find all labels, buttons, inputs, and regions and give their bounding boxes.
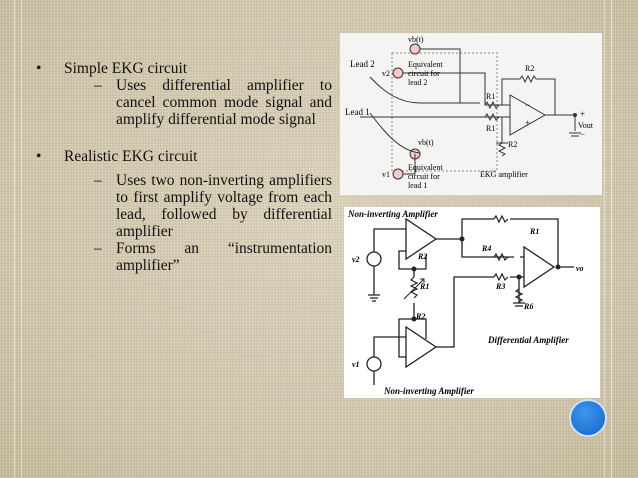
instrumentation-amplifier-schematic: Non-inverting Amplifier Non-inverting Am… <box>347 209 584 396</box>
sub-bullet-text: Forms an “instrumentation amplifier” <box>116 240 332 274</box>
v1-label: v1 <box>382 170 390 179</box>
r-label-top: R1 <box>529 227 539 236</box>
ekg-amplifier-schematic: − + Lead 2 Lead 1 v2 v1 vb(t) vb(t) Equi… <box>345 35 594 190</box>
r1-top-label: R1 <box>486 92 495 101</box>
eq1-line3: lead 1 <box>408 181 427 190</box>
sub-bullet: – Forms an “instrumentation amplifier” <box>64 240 332 274</box>
ekg-caption: EKG amplifier <box>480 170 528 179</box>
sub-bullet: – Uses two non-inverting amplifiers to f… <box>64 172 332 240</box>
r2-bottom-label: R2 <box>508 140 517 149</box>
eq2-line2: circuit for <box>408 69 440 78</box>
vb-bottom-label: vb(t) <box>418 138 434 147</box>
v1-label: v1 <box>352 360 360 369</box>
bullet-list: • Simple EKG circuit – Uses differential… <box>36 60 332 294</box>
eq1-line2: circuit for <box>408 172 440 181</box>
sub-bullet-marker: – <box>94 172 102 189</box>
bottom-amp-title: Non-inverting Amplifier <box>383 386 474 396</box>
r-label-lower-left: R2 <box>415 312 425 321</box>
v2-label: v2 <box>382 69 390 78</box>
eq2-line1: Equivalent <box>408 60 443 69</box>
r-label-upper-left: R2 <box>417 252 427 261</box>
differential-amp-title: Differential Amplifier <box>487 335 569 345</box>
sub-bullet-text: Uses differential amplifier to cancel co… <box>116 77 332 128</box>
bullet-marker: • <box>36 148 42 165</box>
instrumentation-amplifier-figure: Non-inverting Amplifier Non-inverting Am… <box>344 207 600 398</box>
bullet-realistic-ekg: • Realistic EKG circuit – Uses two non-i… <box>36 148 332 274</box>
bullet-title: Realistic EKG circuit <box>64 148 198 165</box>
eq1-line1: Equivalent <box>408 163 443 172</box>
opamp-plus-sign: + <box>525 118 530 128</box>
vo-label: vo <box>576 264 584 273</box>
r-label-ground: R6 <box>523 302 533 311</box>
opamp-minus-sign: − <box>525 100 530 110</box>
output-minus: − <box>580 129 585 139</box>
bullet-simple-ekg: • Simple EKG circuit – Uses differential… <box>36 60 332 128</box>
slide-frame <box>14 0 612 478</box>
r-label-low: R3 <box>495 282 505 291</box>
ekg-amplifier-figure: − + Lead 2 Lead 1 v2 v1 vb(t) vb(t) Equi… <box>340 33 602 195</box>
sub-bullet-marker: – <box>94 77 102 94</box>
sub-bullet-text: Uses two non-inverting amplifiers to fir… <box>116 172 332 240</box>
bullet-title: Simple EKG circuit <box>64 60 188 77</box>
sub-bullet: – Uses differential amplifier to cancel … <box>64 77 332 128</box>
vb-top-label: vb(t) <box>408 35 424 44</box>
sub-bullet-marker: – <box>94 240 102 257</box>
decorative-blue-circle <box>571 401 605 435</box>
r-label-mid: R4 <box>481 244 491 253</box>
r1-bottom-label: R1 <box>486 124 495 133</box>
r-label-pot: R1 <box>419 282 429 291</box>
lead2-label: Lead 2 <box>350 59 375 69</box>
eq2-line3: lead 2 <box>408 78 427 87</box>
output-plus: + <box>580 109 585 119</box>
lead1-label: Lead 1 <box>345 107 370 117</box>
bullet-marker: • <box>36 60 42 77</box>
top-amp-title: Non-inverting Amplifier <box>347 209 438 219</box>
v2-label: v2 <box>352 255 360 264</box>
vout-label: Vout <box>578 121 594 130</box>
r2-top-label: R2 <box>525 64 534 73</box>
